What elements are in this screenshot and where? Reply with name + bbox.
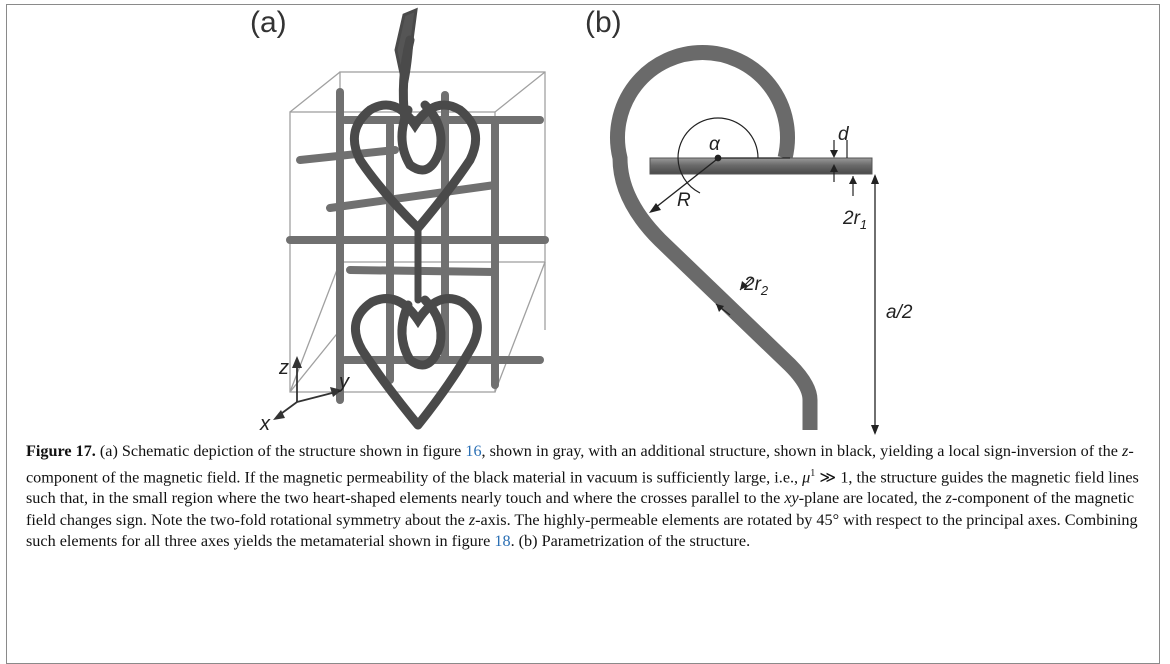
r1-label: 2r1	[842, 208, 867, 232]
r1-indicator	[849, 176, 857, 196]
figure-illustration: z y x α R d 2r1 2r2	[259, 7, 913, 435]
axis-z-label: z	[278, 357, 289, 379]
axis-x-label: x	[259, 413, 271, 435]
figure-frame	[6, 4, 1160, 664]
figure-caption: Figure 17. (a) Schematic depiction of th…	[26, 442, 1139, 551]
a-half-dimension	[871, 174, 879, 435]
heart-elements	[349, 7, 482, 430]
d-label: d	[838, 124, 850, 145]
parametrized-structure	[610, 45, 873, 430]
alpha-symbol: α	[709, 134, 721, 155]
a-half-label: a/2	[886, 302, 913, 323]
r2-indicator	[715, 277, 753, 316]
axis-y-label: y	[337, 371, 350, 393]
figure-18-link[interactable]: 18	[494, 532, 511, 551]
panel-a-label: (a)	[250, 6, 287, 39]
alpha-angle-marker	[677, 117, 790, 194]
panel-b-label: (b)	[585, 6, 622, 39]
radius-arrow	[649, 159, 717, 213]
radius-label: R	[677, 190, 691, 211]
d-indicator	[830, 140, 848, 182]
figure-number: Figure 17.	[26, 442, 96, 460]
figure-16-link[interactable]: 16	[465, 442, 482, 460]
r2-label: 2r2	[743, 274, 769, 298]
axes-triad	[273, 356, 342, 420]
